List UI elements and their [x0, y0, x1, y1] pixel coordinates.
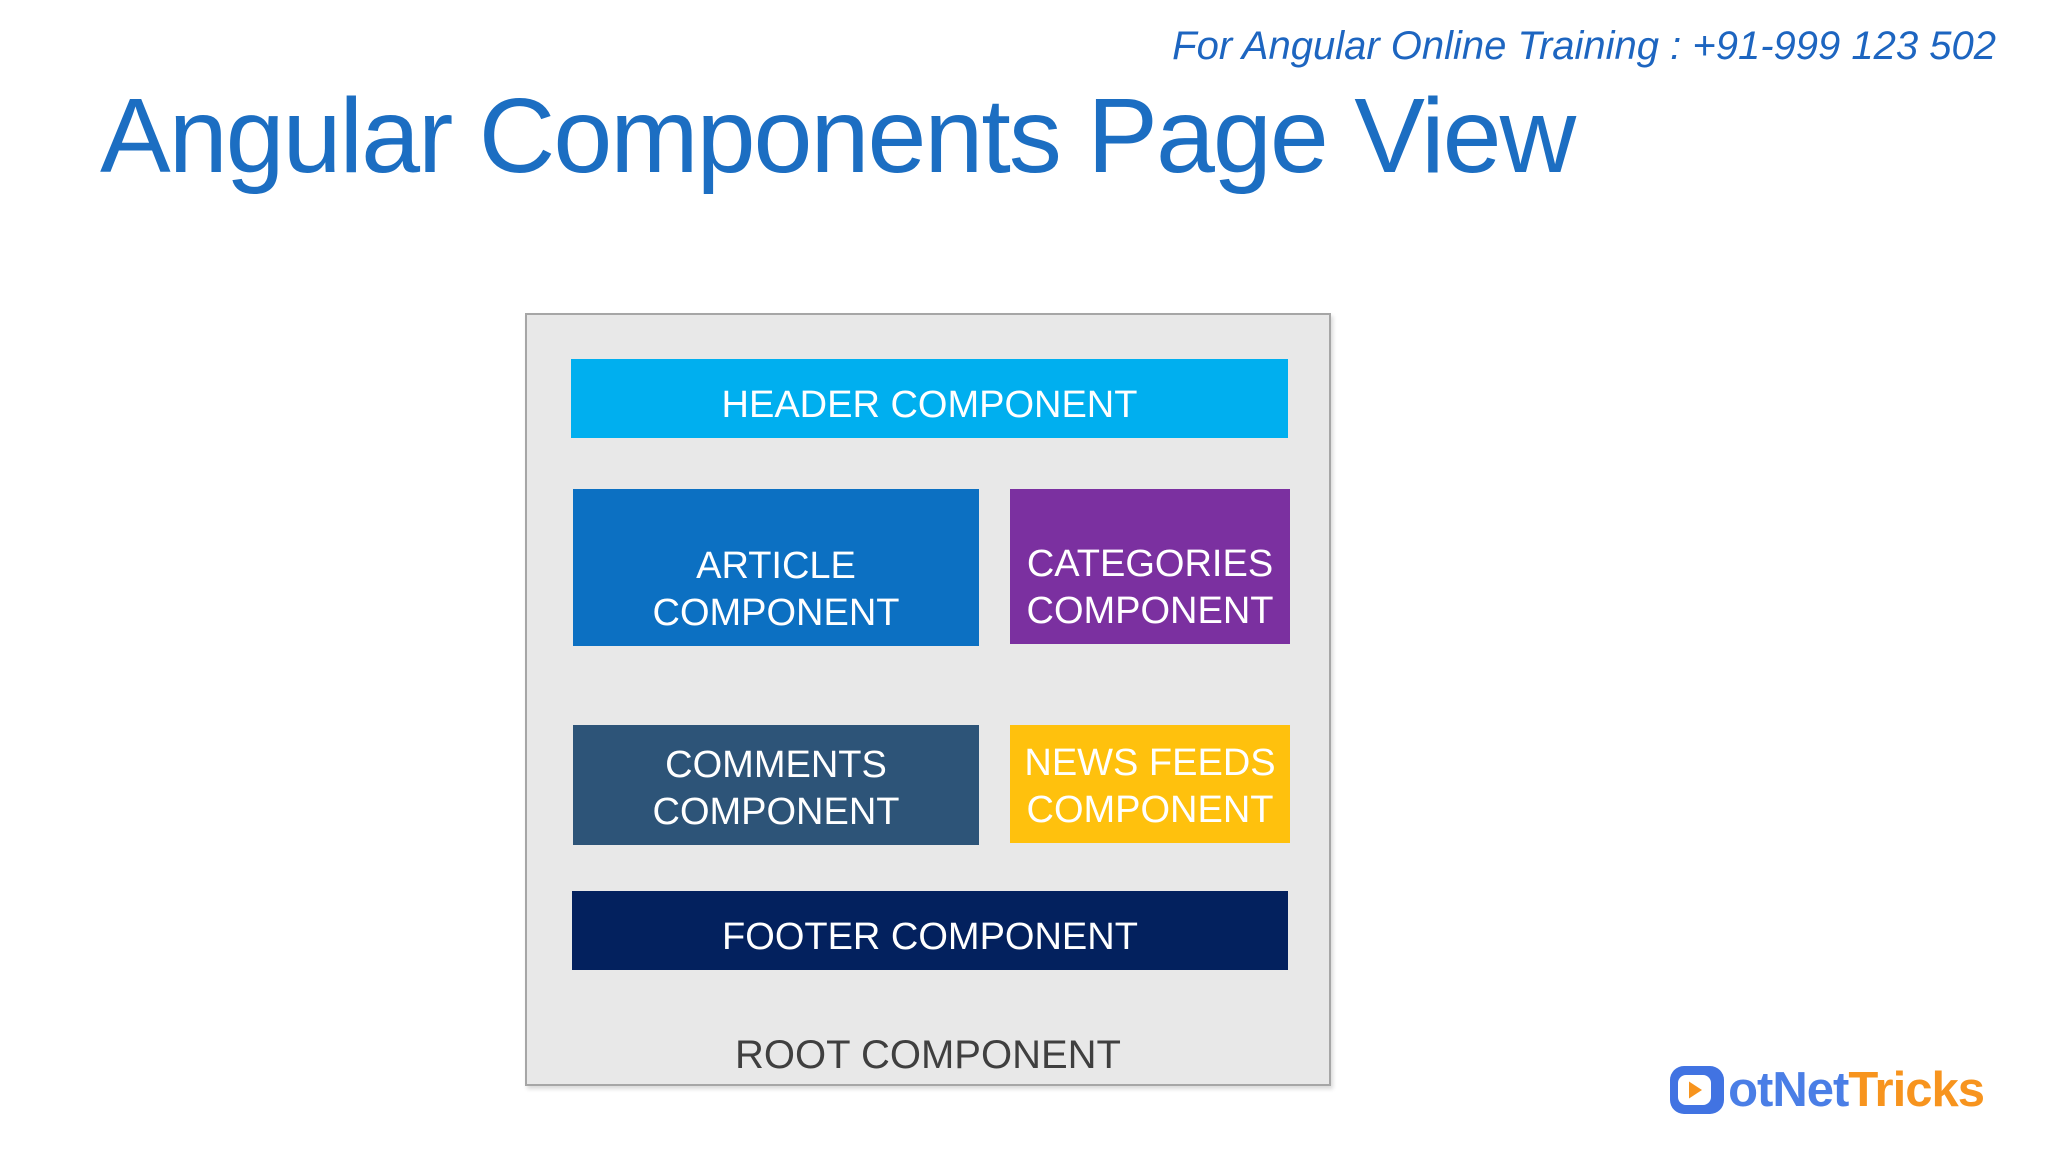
root-component-box: HEADER COMPONENT ARTICLE COMPONENT CATEG…	[525, 313, 1331, 1086]
dotnettricks-logo: otNetTricks	[1670, 1062, 1985, 1118]
logo-text-blue: otNet	[1728, 1063, 1849, 1117]
categories-component-label: CATEGORIES COMPONENT	[1026, 542, 1274, 632]
header-component-box: HEADER COMPONENT	[571, 359, 1288, 438]
footer-component-box: FOOTER COMPONENT	[572, 891, 1288, 970]
page-title: Angular Components Page View	[100, 77, 1576, 195]
article-component-label: ARTICLE COMPONENT	[652, 544, 900, 634]
logo-text-orange: Tricks	[1848, 1063, 1985, 1117]
news-feeds-component-label: NEWS FEEDS COMPONENT	[1024, 741, 1276, 831]
footer-component-label: FOOTER COMPONENT	[722, 915, 1138, 958]
categories-component-box: CATEGORIES COMPONENT	[1010, 489, 1290, 644]
play-icon	[1670, 1066, 1725, 1114]
training-contact-text: For Angular Online Training : +91-999 12…	[1172, 24, 1996, 68]
root-component-label: ROOT COMPONENT	[735, 1033, 1121, 1077]
comments-component-box: COMMENTS COMPONENT	[573, 725, 979, 845]
article-component-box: ARTICLE COMPONENT	[573, 489, 979, 646]
news-feeds-component-box: NEWS FEEDS COMPONENT	[1010, 725, 1290, 843]
comments-component-label: COMMENTS COMPONENT	[652, 743, 900, 833]
header-component-label: HEADER COMPONENT	[721, 383, 1138, 426]
logo-text: otNetTricks	[1728, 1062, 1985, 1118]
